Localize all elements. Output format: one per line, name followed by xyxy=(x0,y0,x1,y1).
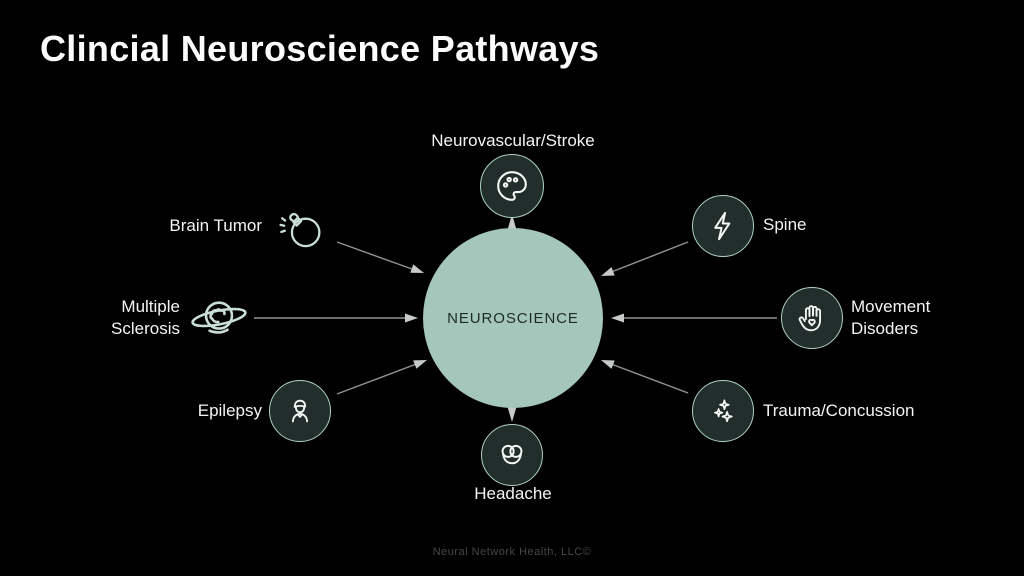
arrow-head-movement xyxy=(611,313,624,323)
arrow-head-trauma xyxy=(601,360,615,369)
node-epilepsy xyxy=(269,380,331,442)
arrow-line-brain-tumor xyxy=(336,241,413,270)
label-movement-disorders: Movement Disoders xyxy=(851,296,930,340)
hand-heart-icon xyxy=(798,305,821,332)
person-beret-icon xyxy=(291,399,309,423)
label-epilepsy: Epilepsy xyxy=(197,401,262,420)
paint-palette-icon xyxy=(497,171,527,201)
node-spine xyxy=(692,195,754,257)
arrow-line-spine xyxy=(612,241,689,273)
arrow-head-spine xyxy=(601,267,615,276)
bomb-icon xyxy=(279,212,321,248)
multiple-sclerosis-icon-wrap xyxy=(186,289,252,346)
label-movement-line1: Movement xyxy=(851,297,931,316)
node-headache xyxy=(481,424,543,486)
label-spine: Spine xyxy=(763,215,807,234)
center-node-neuroscience: NEUROSCIENCE xyxy=(423,228,603,408)
arrow-line-epilepsy xyxy=(336,363,416,395)
arrow-head-neurovascular xyxy=(507,214,517,230)
arrow-head-headache xyxy=(507,407,517,422)
arrow-head-epilepsy xyxy=(413,360,427,369)
arrow-head-brain-tumor xyxy=(410,264,424,273)
pretzel-icon xyxy=(501,444,523,465)
page-title: Clincial Neuroscience Pathways xyxy=(40,28,600,69)
label-headache: Headache xyxy=(474,484,552,503)
label-multiple-sclerosis: Multiple Sclerosis xyxy=(111,296,180,340)
arrow-head-multiple-sclerosis xyxy=(405,313,418,323)
node-movement-disorders xyxy=(781,287,843,349)
node-neurovascular-stroke xyxy=(480,154,544,218)
lightning-bolt-icon xyxy=(714,211,731,241)
sparkles-icon xyxy=(714,399,733,423)
center-node-label: NEUROSCIENCE xyxy=(447,309,579,327)
label-ms-line2: Sclerosis xyxy=(111,319,180,338)
node-trauma-concussion xyxy=(692,380,754,442)
label-brain-tumor: Brain Tumor xyxy=(169,216,262,235)
brain-planet-icon xyxy=(191,301,247,334)
footer-text: Neural Network Health, LLC© xyxy=(432,546,592,558)
label-movement-line2: Disoders xyxy=(851,319,919,338)
arrow-line-trauma xyxy=(612,363,689,394)
label-trauma-concussion: Trauma/Concussion xyxy=(763,401,915,420)
label-neurovascular-stroke: Neurovascular/Stroke xyxy=(431,131,595,150)
label-ms-line1: Multiple xyxy=(121,297,180,316)
brain-tumor-icon-wrap xyxy=(272,202,326,252)
